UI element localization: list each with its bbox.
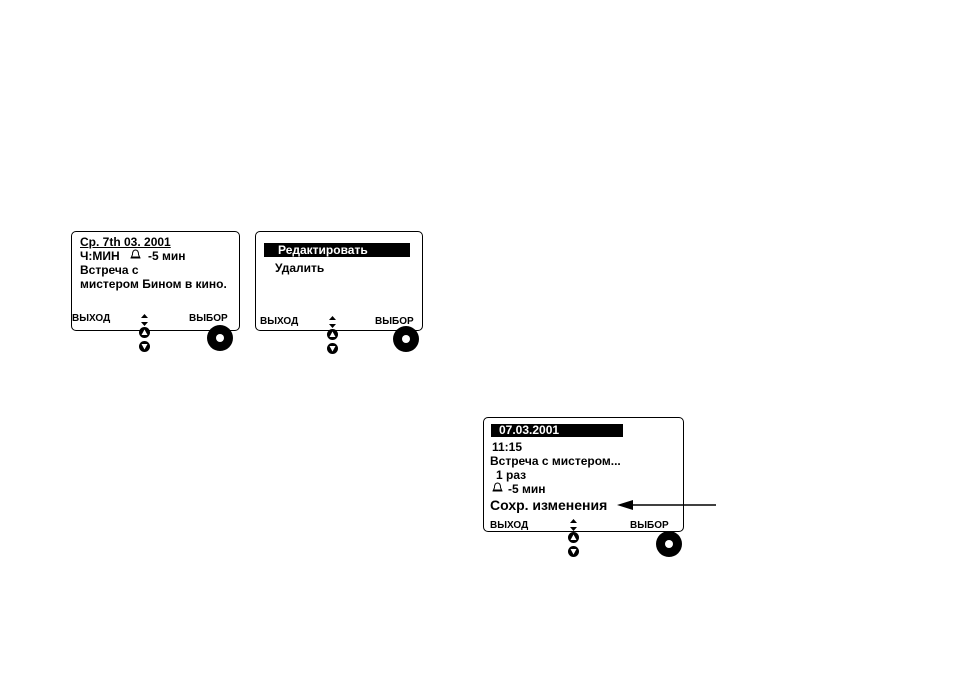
entry-text-line-2: мистером Бином в кино. — [80, 278, 227, 290]
entry-time-label: Ч:МИН — [80, 250, 120, 262]
entry-date: Ср. 7th 03. 2001 — [80, 236, 171, 248]
menu-item-edit[interactable]: Редактировать — [264, 243, 410, 257]
exit-softkey[interactable]: ВЫХОД — [490, 521, 528, 531]
down-button-icon[interactable] — [139, 341, 150, 352]
edit-date: 07.03.2001 — [499, 424, 559, 436]
up-button-icon[interactable] — [327, 329, 338, 340]
down-button-icon[interactable] — [568, 546, 579, 557]
menu-item-delete[interactable]: Удалить — [275, 262, 324, 274]
entry-reminder: -5 мин — [148, 250, 186, 262]
bell-icon — [492, 482, 503, 493]
up-button-icon[interactable] — [568, 532, 579, 543]
edit-repeat[interactable]: 1 раз — [496, 469, 526, 481]
menu-item-edit-label: Редактировать — [278, 244, 368, 256]
bell-icon — [130, 249, 141, 260]
edit-date-bar: 07.03.2001 — [491, 424, 623, 437]
joystick-button-icon[interactable] — [656, 531, 682, 557]
up-button-icon[interactable] — [139, 327, 150, 338]
exit-softkey[interactable]: ВЫХОД — [260, 317, 298, 327]
edit-reminder[interactable]: -5 мин — [508, 483, 546, 495]
select-softkey[interactable]: ВЫБОР — [189, 314, 228, 324]
joystick-button-icon[interactable] — [207, 325, 233, 351]
joystick-button-icon[interactable] — [393, 326, 419, 352]
select-softkey[interactable]: ВЫБОР — [630, 521, 669, 531]
save-changes-item[interactable]: Сохр. изменения — [490, 498, 607, 512]
entry-text-line-1: Встреча с — [80, 264, 139, 276]
callout-arrow — [617, 498, 717, 512]
up-down-arrows-icon — [568, 519, 579, 531]
exit-softkey[interactable]: ВЫХОД — [72, 314, 110, 324]
edit-subject[interactable]: Встреча с мистером... — [490, 455, 621, 467]
up-down-arrows-icon — [327, 316, 338, 328]
down-button-icon[interactable] — [327, 343, 338, 354]
up-down-arrows-icon — [139, 314, 150, 326]
edit-time[interactable]: 11:15 — [492, 441, 522, 453]
